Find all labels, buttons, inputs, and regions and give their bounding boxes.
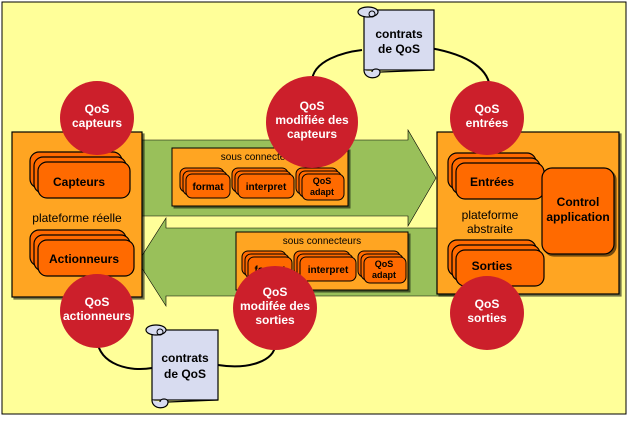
real-platform-label: plateforme réelle — [32, 211, 122, 225]
control-application-label-2: application — [546, 210, 609, 224]
capteurs-stack — [29, 151, 131, 199]
sorties-stack — [447, 239, 545, 287]
contract-scroll-top-2: de QoS — [378, 42, 420, 56]
qos-modifiee-capteurs-2: modifiée des — [275, 113, 349, 127]
qos-sorties-circle — [450, 276, 524, 350]
abstract-platform-label-1: plateforme — [462, 208, 519, 222]
connectors-top-format-stack — [179, 167, 231, 199]
qos-modifiee-capteurs-circle — [266, 76, 358, 168]
actionneurs-label: Actionneurs — [49, 252, 119, 266]
contract-scroll-top-1: contrats — [375, 27, 423, 41]
connectors-bottom-qos-2: adapt — [372, 270, 396, 280]
control-application-box — [541, 167, 615, 255]
connectors-top-title: sous connecteurs — [221, 152, 299, 163]
qos-modifiee-capteurs-3: capteurs — [287, 127, 337, 141]
connectors-bottom-qos-1: QoS — [375, 259, 394, 269]
qos-sorties-1: QoS — [475, 297, 500, 311]
abstract-platform-label-2: abstraite — [467, 222, 513, 236]
entrees-stack — [447, 152, 545, 200]
qos-entrees-2: entrées — [466, 116, 509, 130]
connectors-top-interpret: interpret — [246, 182, 287, 193]
connectors-top-qos-stack — [295, 167, 345, 201]
qos-entrees-1: QoS — [475, 102, 500, 116]
contract-scroll-top — [357, 6, 435, 79]
connectors-bottom-title: sous connecteurs — [283, 236, 361, 247]
connectors-top-qos-2: adapt — [310, 187, 334, 197]
entrees-label: Entrées — [470, 175, 514, 189]
connectors-bottom-qos-stack — [357, 250, 407, 284]
qos-actionneurs-circle — [60, 274, 134, 348]
actionneurs-stack — [29, 229, 135, 277]
qos-modifee-sorties-1: QoS — [263, 285, 288, 299]
qos-capteurs-circle — [60, 81, 134, 155]
qos-modifiee-capteurs-1: QoS — [300, 99, 325, 113]
contract-scroll-bottom — [145, 324, 219, 409]
contract-scroll-bottom-1: contrats — [161, 351, 209, 365]
qos-capteurs-2: capteurs — [72, 116, 122, 130]
sorties-label: Sorties — [472, 259, 513, 273]
qos-actionneurs-1: QoS — [85, 295, 110, 309]
contract-scroll-bottom-2: de QoS — [164, 367, 206, 381]
connectors-bottom-interpret-stack — [293, 250, 357, 282]
connectors-top-qos-1: QoS — [313, 176, 332, 186]
qos-capteurs-1: QoS — [85, 102, 110, 116]
control-application-label-1: Control — [557, 195, 600, 209]
qos-sorties-2: sorties — [467, 311, 507, 325]
qos-actionneurs-2: actionneurs — [63, 309, 131, 323]
connectors-top-interpret-stack — [231, 167, 295, 199]
qos-modifee-sorties-2: modifée des — [240, 299, 310, 313]
connectors-top-format: format — [192, 182, 224, 193]
qos-modifee-sorties-3: sorties — [255, 313, 295, 327]
qos-modifee-sorties-circle — [233, 266, 317, 350]
capteurs-label: Capteurs — [53, 175, 105, 189]
qos-entrees-circle — [450, 81, 524, 155]
connectors-bottom-interpret: interpret — [308, 265, 349, 276]
